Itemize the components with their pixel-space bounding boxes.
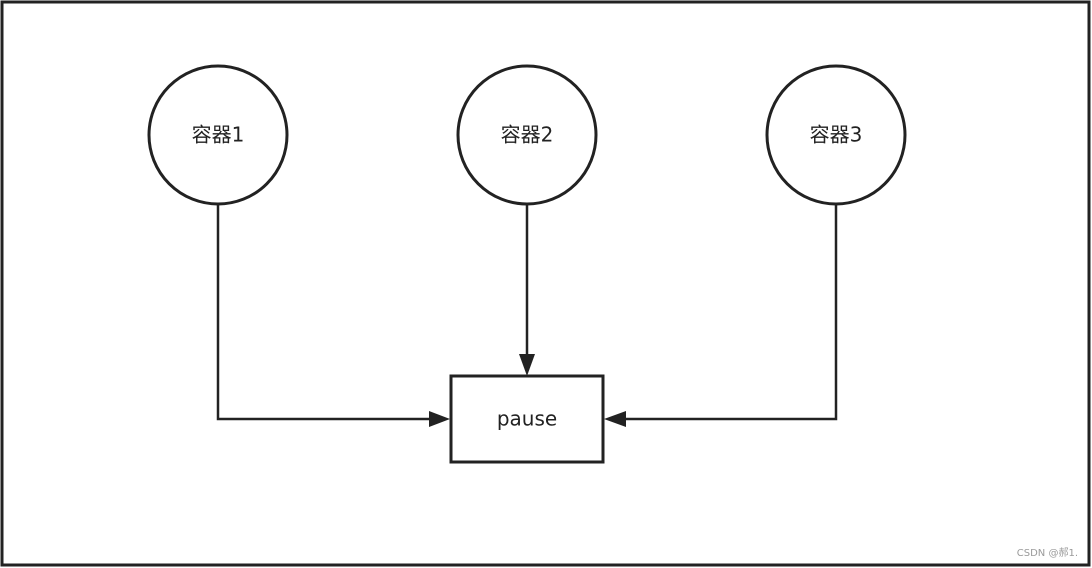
node-pause-label: pause xyxy=(497,407,557,431)
node-container1: 容器1 xyxy=(147,64,289,206)
arrowhead-container3-to-pause xyxy=(604,411,626,427)
node-container2-label: 容器2 xyxy=(501,123,554,147)
node-container3: 容器3 xyxy=(765,64,907,206)
edge-container1-to-pause xyxy=(216,205,434,421)
node-container3-circle xyxy=(765,64,907,206)
watermark-text: CSDN @郝1. xyxy=(1016,548,1078,559)
node-pause: pause xyxy=(449,374,605,464)
node-pause-box xyxy=(449,374,605,464)
node-container1-label: 容器1 xyxy=(192,123,245,147)
arrowhead-container1-to-pause xyxy=(429,411,450,427)
node-container2: 容器2 xyxy=(456,64,598,206)
node-container3-label: 容器3 xyxy=(810,123,863,147)
node-container2-circle xyxy=(456,64,598,206)
arrowhead-container2-to-pause xyxy=(519,354,535,376)
node-container1-circle xyxy=(147,64,289,206)
edge-container3-to-pause xyxy=(620,205,838,421)
